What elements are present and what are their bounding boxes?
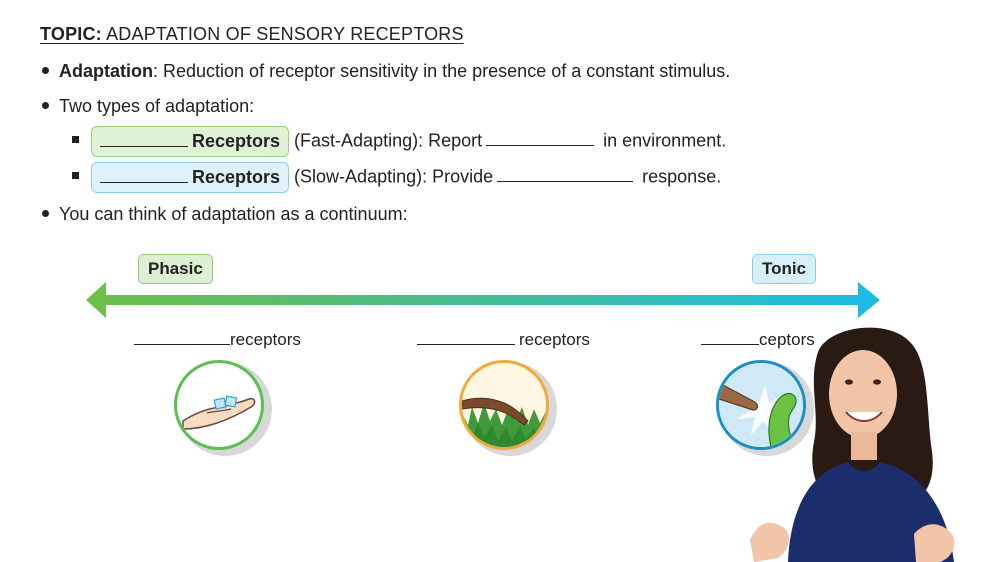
branch-in-grass-icon — [459, 360, 549, 450]
sub-bullet-phasic: Receptors (Fast-Adapting): Report in env… — [72, 126, 726, 157]
blank-line — [486, 131, 595, 147]
square-bullet — [72, 136, 79, 143]
tonic-end-label: Tonic — [752, 254, 817, 284]
topic-prefix: TOPIC: — [40, 24, 102, 44]
blank-line — [701, 330, 759, 345]
page-title: TOPIC: ADAPTATION OF SENSORY RECEPTORS — [40, 24, 464, 45]
bullet-dot — [42, 101, 49, 109]
receptor-label-middle: receptors — [417, 330, 590, 350]
bullet-continuum: You can think of adaptation as a continu… — [42, 204, 408, 225]
phasic-receptors-label: Receptors — [192, 131, 281, 151]
phasic-receptors-box: Receptors — [91, 126, 290, 157]
tonic-rest-2: response. — [642, 166, 722, 187]
continuum-arrow — [86, 282, 880, 318]
bullet-dot — [42, 209, 49, 217]
phasic-rest-1: (Fast-Adapting): Report — [294, 130, 483, 151]
blank-line — [134, 330, 230, 345]
receptor-label-tonic: ceptors — [701, 330, 815, 350]
topic-title: ADAPTATION OF SENSORY RECEPTORS — [106, 24, 464, 44]
receptor-label-text: receptors — [519, 330, 590, 349]
two-types-text: Two types of adaptation: — [59, 96, 255, 116]
finger-poke-icon — [716, 360, 806, 450]
square-bullet — [72, 172, 79, 179]
adaptation-term: Adaptation — [59, 61, 153, 81]
hand-with-ice-icon — [174, 360, 264, 450]
bullet-dot — [42, 66, 49, 74]
bullet-two-types: Two types of adaptation: — [42, 96, 254, 117]
receptor-label-text: ceptors — [759, 330, 815, 349]
phasic-rest-2: in environment. — [603, 130, 727, 151]
receptor-label-text: receptors — [230, 330, 301, 349]
tonic-receptors-box: Receptors — [91, 162, 290, 193]
presenter-video-overlay — [750, 327, 955, 562]
blank-line — [100, 168, 188, 183]
receptor-label-phasic: receptors — [134, 330, 301, 350]
sub-bullet-tonic: Receptors (Slow-Adapting): Provide respo… — [72, 162, 721, 193]
blank-line — [417, 330, 515, 345]
phasic-end-label: Phasic — [138, 254, 213, 284]
tonic-rest-1: (Slow-Adapting): Provide — [294, 166, 494, 187]
adaptation-definition: : Reduction of receptor sensitivity in t… — [153, 61, 731, 81]
bullet-adaptation: Adaptation: Reduction of receptor sensit… — [42, 61, 730, 82]
blank-line — [497, 167, 634, 183]
tonic-receptors-label: Receptors — [192, 167, 281, 187]
blank-line — [100, 132, 188, 147]
continuum-text: You can think of adaptation as a continu… — [59, 204, 408, 224]
